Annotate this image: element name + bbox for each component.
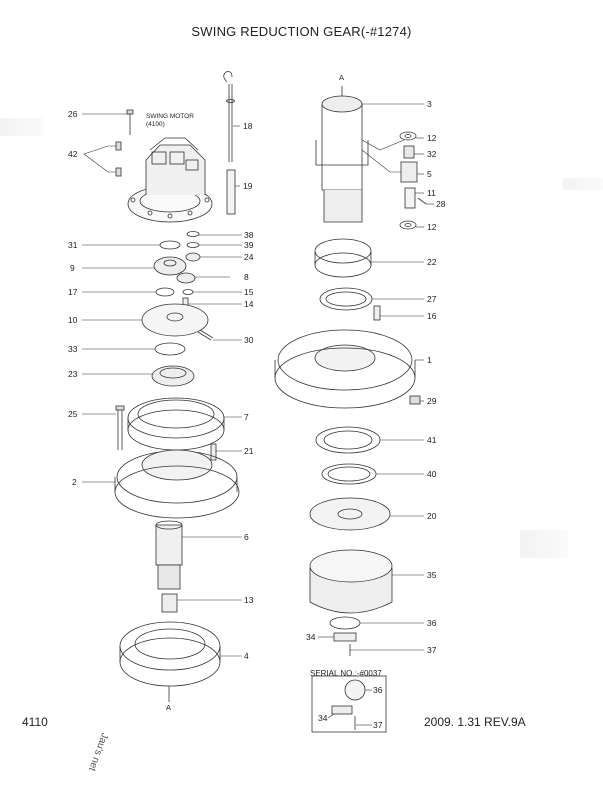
scan-shade xyxy=(563,178,603,190)
callout-34: 34 xyxy=(306,632,316,642)
swing-motor-drawing xyxy=(127,137,213,223)
page-code: 4110 xyxy=(22,715,48,729)
callout-2: 2 xyxy=(72,477,77,487)
motor-note-line: SWING MOTOR xyxy=(146,113,194,120)
callout-17: 17 xyxy=(68,287,78,297)
callout-24: 24 xyxy=(244,252,254,262)
callout-23: 23 xyxy=(68,369,78,379)
callout-25: 25 xyxy=(68,409,78,419)
serial-note: SERIAL NO.:-#0037 xyxy=(310,669,382,678)
shaft-marker-top: A xyxy=(339,73,345,82)
callout-26: 26 xyxy=(68,109,78,119)
callout-4: 4 xyxy=(244,651,249,661)
callout-5: 5 xyxy=(427,169,432,179)
motor-note-ref: (4100) xyxy=(146,121,165,128)
callout-32: 32 xyxy=(427,149,437,159)
callout-37-serial: 37 xyxy=(373,720,383,730)
callout-10: 10 xyxy=(68,315,78,325)
callout-27: 27 xyxy=(427,294,437,304)
callout-12-bottom: 12 xyxy=(427,222,437,232)
callout-41: 41 xyxy=(427,435,437,445)
callout-21: 21 xyxy=(244,446,254,456)
callout-13: 13 xyxy=(244,595,254,605)
revision-date: 2009. 1.31 REV.9A xyxy=(424,715,526,729)
callout-6: 6 xyxy=(244,532,249,542)
callout-14: 14 xyxy=(244,299,254,309)
callout-29: 29 xyxy=(427,396,437,406)
callout-1: 1 xyxy=(427,355,432,365)
callout-16: 16 xyxy=(427,311,437,321)
callout-31: 31 xyxy=(68,240,78,250)
callout-36: 36 xyxy=(427,618,437,628)
callout-33: 33 xyxy=(68,344,78,354)
swing-motor-note: SWING MOTOR (4100) xyxy=(146,113,194,129)
callout-3: 3 xyxy=(427,99,432,109)
callout-12-top: 12 xyxy=(427,133,437,143)
scan-shade xyxy=(0,118,44,136)
diagram-title: SWING REDUCTION GEAR(-#1274) xyxy=(191,24,412,39)
callout-22: 22 xyxy=(427,257,437,267)
callout-19: 19 xyxy=(243,181,253,191)
shaft-marker-bottom: A xyxy=(166,703,172,712)
callout-30: 30 xyxy=(244,335,254,345)
callout-40: 40 xyxy=(427,469,437,479)
callout-37: 37 xyxy=(427,645,437,655)
callout-11: 11 xyxy=(427,188,436,198)
callout-9: 9 xyxy=(70,263,75,273)
callout-42: 42 xyxy=(68,149,78,159)
callout-8: 8 xyxy=(244,272,249,282)
scan-shade xyxy=(520,530,568,558)
callout-34-serial: 34 xyxy=(318,713,328,723)
callout-18: 18 xyxy=(243,121,253,131)
callout-38: 38 xyxy=(244,230,254,240)
callout-35: 35 xyxy=(427,570,437,580)
callout-7: 7 xyxy=(244,412,249,422)
callout-28: 28 xyxy=(436,199,446,209)
callout-39: 39 xyxy=(244,240,254,250)
callout-15: 15 xyxy=(244,287,254,297)
callout-20: 20 xyxy=(427,511,437,521)
callout-36-serial: 36 xyxy=(373,685,383,695)
